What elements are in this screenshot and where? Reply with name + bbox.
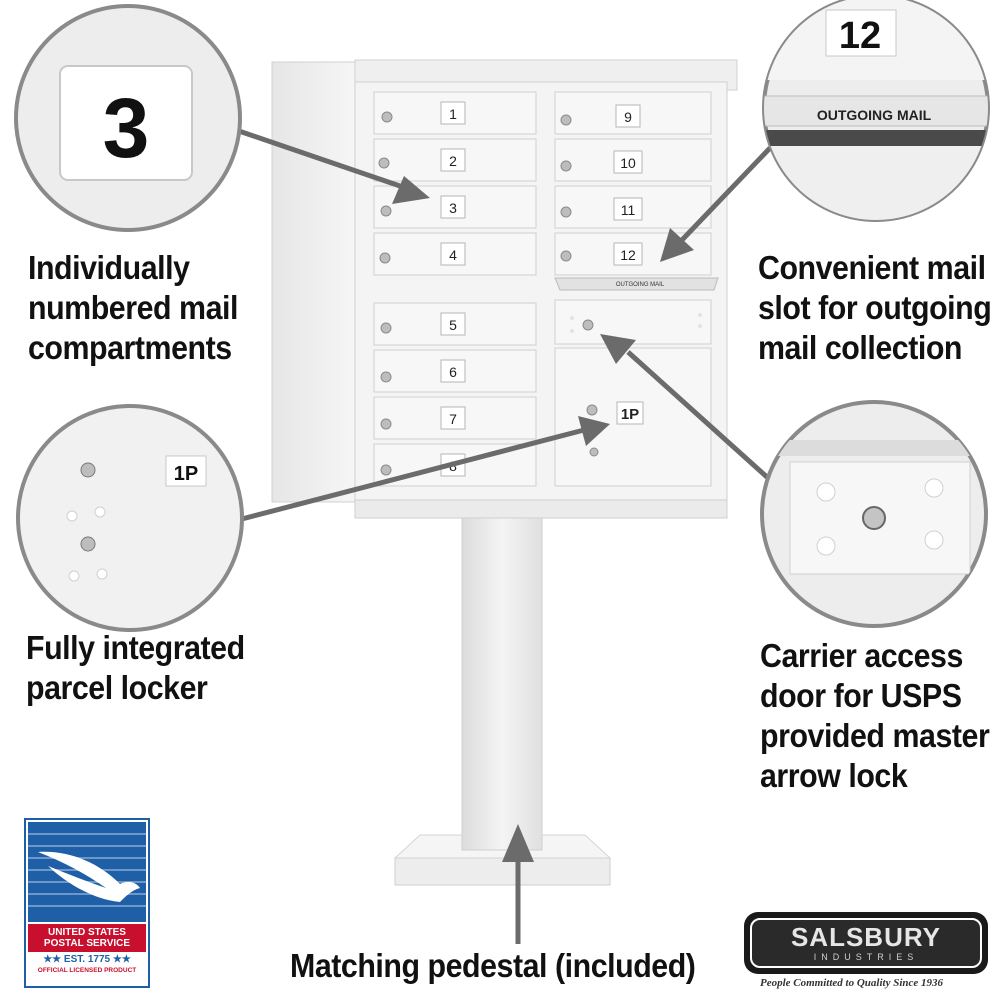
parcel-label: 1P [621, 406, 639, 423]
cabinet-side [271, 61, 363, 503]
parcel-lock-icon [586, 404, 598, 416]
caption-parcel-locker: Fully integrated parcel locker [26, 628, 245, 708]
parcel-lock-secondary-icon [589, 447, 599, 457]
pedestal-base [394, 857, 611, 886]
salsbury-logo: SALSBURY INDUSTRIES [744, 912, 988, 974]
pointer-arrows [235, 127, 772, 944]
door-number-11: 11 [621, 202, 636, 218]
salsbury-name: SALSBURY [790, 922, 942, 952]
caption-line: door for USPS [760, 677, 962, 714]
parcel-label-plate [616, 401, 644, 425]
arrow-outgoing-line [680, 146, 772, 242]
door-number-6: 6 [449, 364, 457, 380]
door-number-plates-right [613, 104, 643, 266]
door-number-7: 7 [449, 411, 457, 427]
caption-line: Individually [28, 249, 190, 286]
zoom-number-label: 3 [103, 81, 150, 175]
usps-line-1: UNITED STATES [48, 927, 126, 938]
rivet-dots [570, 313, 702, 333]
caption-line: mail collection [758, 329, 962, 366]
caption-line: Convenient mail [758, 249, 986, 286]
usps-licensed-line: OFFICIAL LICENSED PRODUCT [37, 967, 137, 974]
usps-est-line: ★★ EST. 1775 ★★ [43, 954, 131, 965]
salsbury-sub: INDUSTRIES [813, 952, 919, 962]
door-number-9: 9 [624, 109, 632, 125]
cabinet-bottom [354, 499, 728, 519]
caption-line: arrow lock [760, 757, 908, 794]
salsbury-logo-inner: SALSBURY INDUSTRIES [750, 918, 982, 968]
door-locks-right [560, 114, 572, 262]
outgoing-slot-label: OUTGOING MAIL [616, 282, 665, 288]
door-number-5: 5 [449, 317, 457, 333]
zoom-outgoing-label: OUTGOING MAIL [817, 107, 932, 123]
caption-line: parcel locker [26, 669, 208, 706]
zoom-outgoing-number: 12 [839, 15, 881, 57]
zoom-circle-carrier [760, 400, 988, 628]
usps-line-2: POSTAL SERVICE [43, 938, 131, 949]
caption-line: provided master [760, 717, 990, 754]
zoom-circle-numbered: 3 [14, 4, 242, 232]
salsbury-tagline: People Committed to Quality Since 1936 [760, 977, 944, 989]
zoom-parcel-label: 1P [174, 463, 198, 485]
right-door-column: 9 10 11 12 OUTGOING MAIL 1P [554, 91, 719, 487]
caption-line: compartments [28, 329, 232, 366]
arrow-numbered-line [235, 127, 401, 189]
caption-line: slot for outgoing [758, 289, 992, 326]
outgoing-mail-slot [554, 277, 719, 291]
usps-eagle-icon [28, 822, 146, 922]
arrow-carrier-head [600, 334, 636, 364]
caption-outgoing-slot: Convenient mail slot for outgoing mail c… [758, 248, 992, 368]
door-number-3: 3 [449, 200, 457, 216]
usps-name-band: UNITED STATES POSTAL SERVICE [28, 924, 146, 952]
arrow-parcel-line [237, 427, 585, 523]
master-arrow-lock-icon [582, 319, 594, 331]
pedestal-post [461, 514, 543, 851]
door-number-10: 10 [620, 155, 636, 171]
arrow-carrier-line [626, 350, 770, 480]
arrow-pedestal-head [502, 824, 534, 862]
arrow-parcel-head [578, 416, 610, 446]
arrow-outgoing-head [660, 228, 694, 262]
door-number-1: 1 [449, 106, 457, 122]
left-door-column: 1 2 3 4 5 6 7 8 [373, 91, 537, 487]
caption-line: Fully integrated [26, 629, 245, 666]
arrow-numbered-head [392, 176, 430, 204]
door-number-12: 12 [620, 247, 636, 263]
caption-line: Matching pedestal (included) [290, 947, 696, 984]
caption-pedestal: Matching pedestal (included) [290, 946, 696, 986]
carrier-access-door [554, 299, 712, 345]
usps-licensed-logo: UNITED STATES POSTAL SERVICE ★★ EST. 177… [24, 818, 150, 988]
caption-numbered-compartments: Individually numbered mail compartments [28, 248, 238, 368]
caption-carrier-access: Carrier access door for USPS provided ma… [760, 636, 990, 796]
door-number-4: 4 [449, 247, 457, 263]
zoom-circle-outgoing: 12 OUTGOING MAIL [762, 0, 990, 222]
caption-line: Carrier access [760, 637, 963, 674]
door-number-2: 2 [449, 153, 457, 169]
door-number-plates-left [440, 101, 466, 477]
caption-line: numbered mail [28, 289, 238, 326]
zoom-circle-parcel: 1P [16, 404, 244, 632]
door-locks-left [378, 111, 393, 476]
